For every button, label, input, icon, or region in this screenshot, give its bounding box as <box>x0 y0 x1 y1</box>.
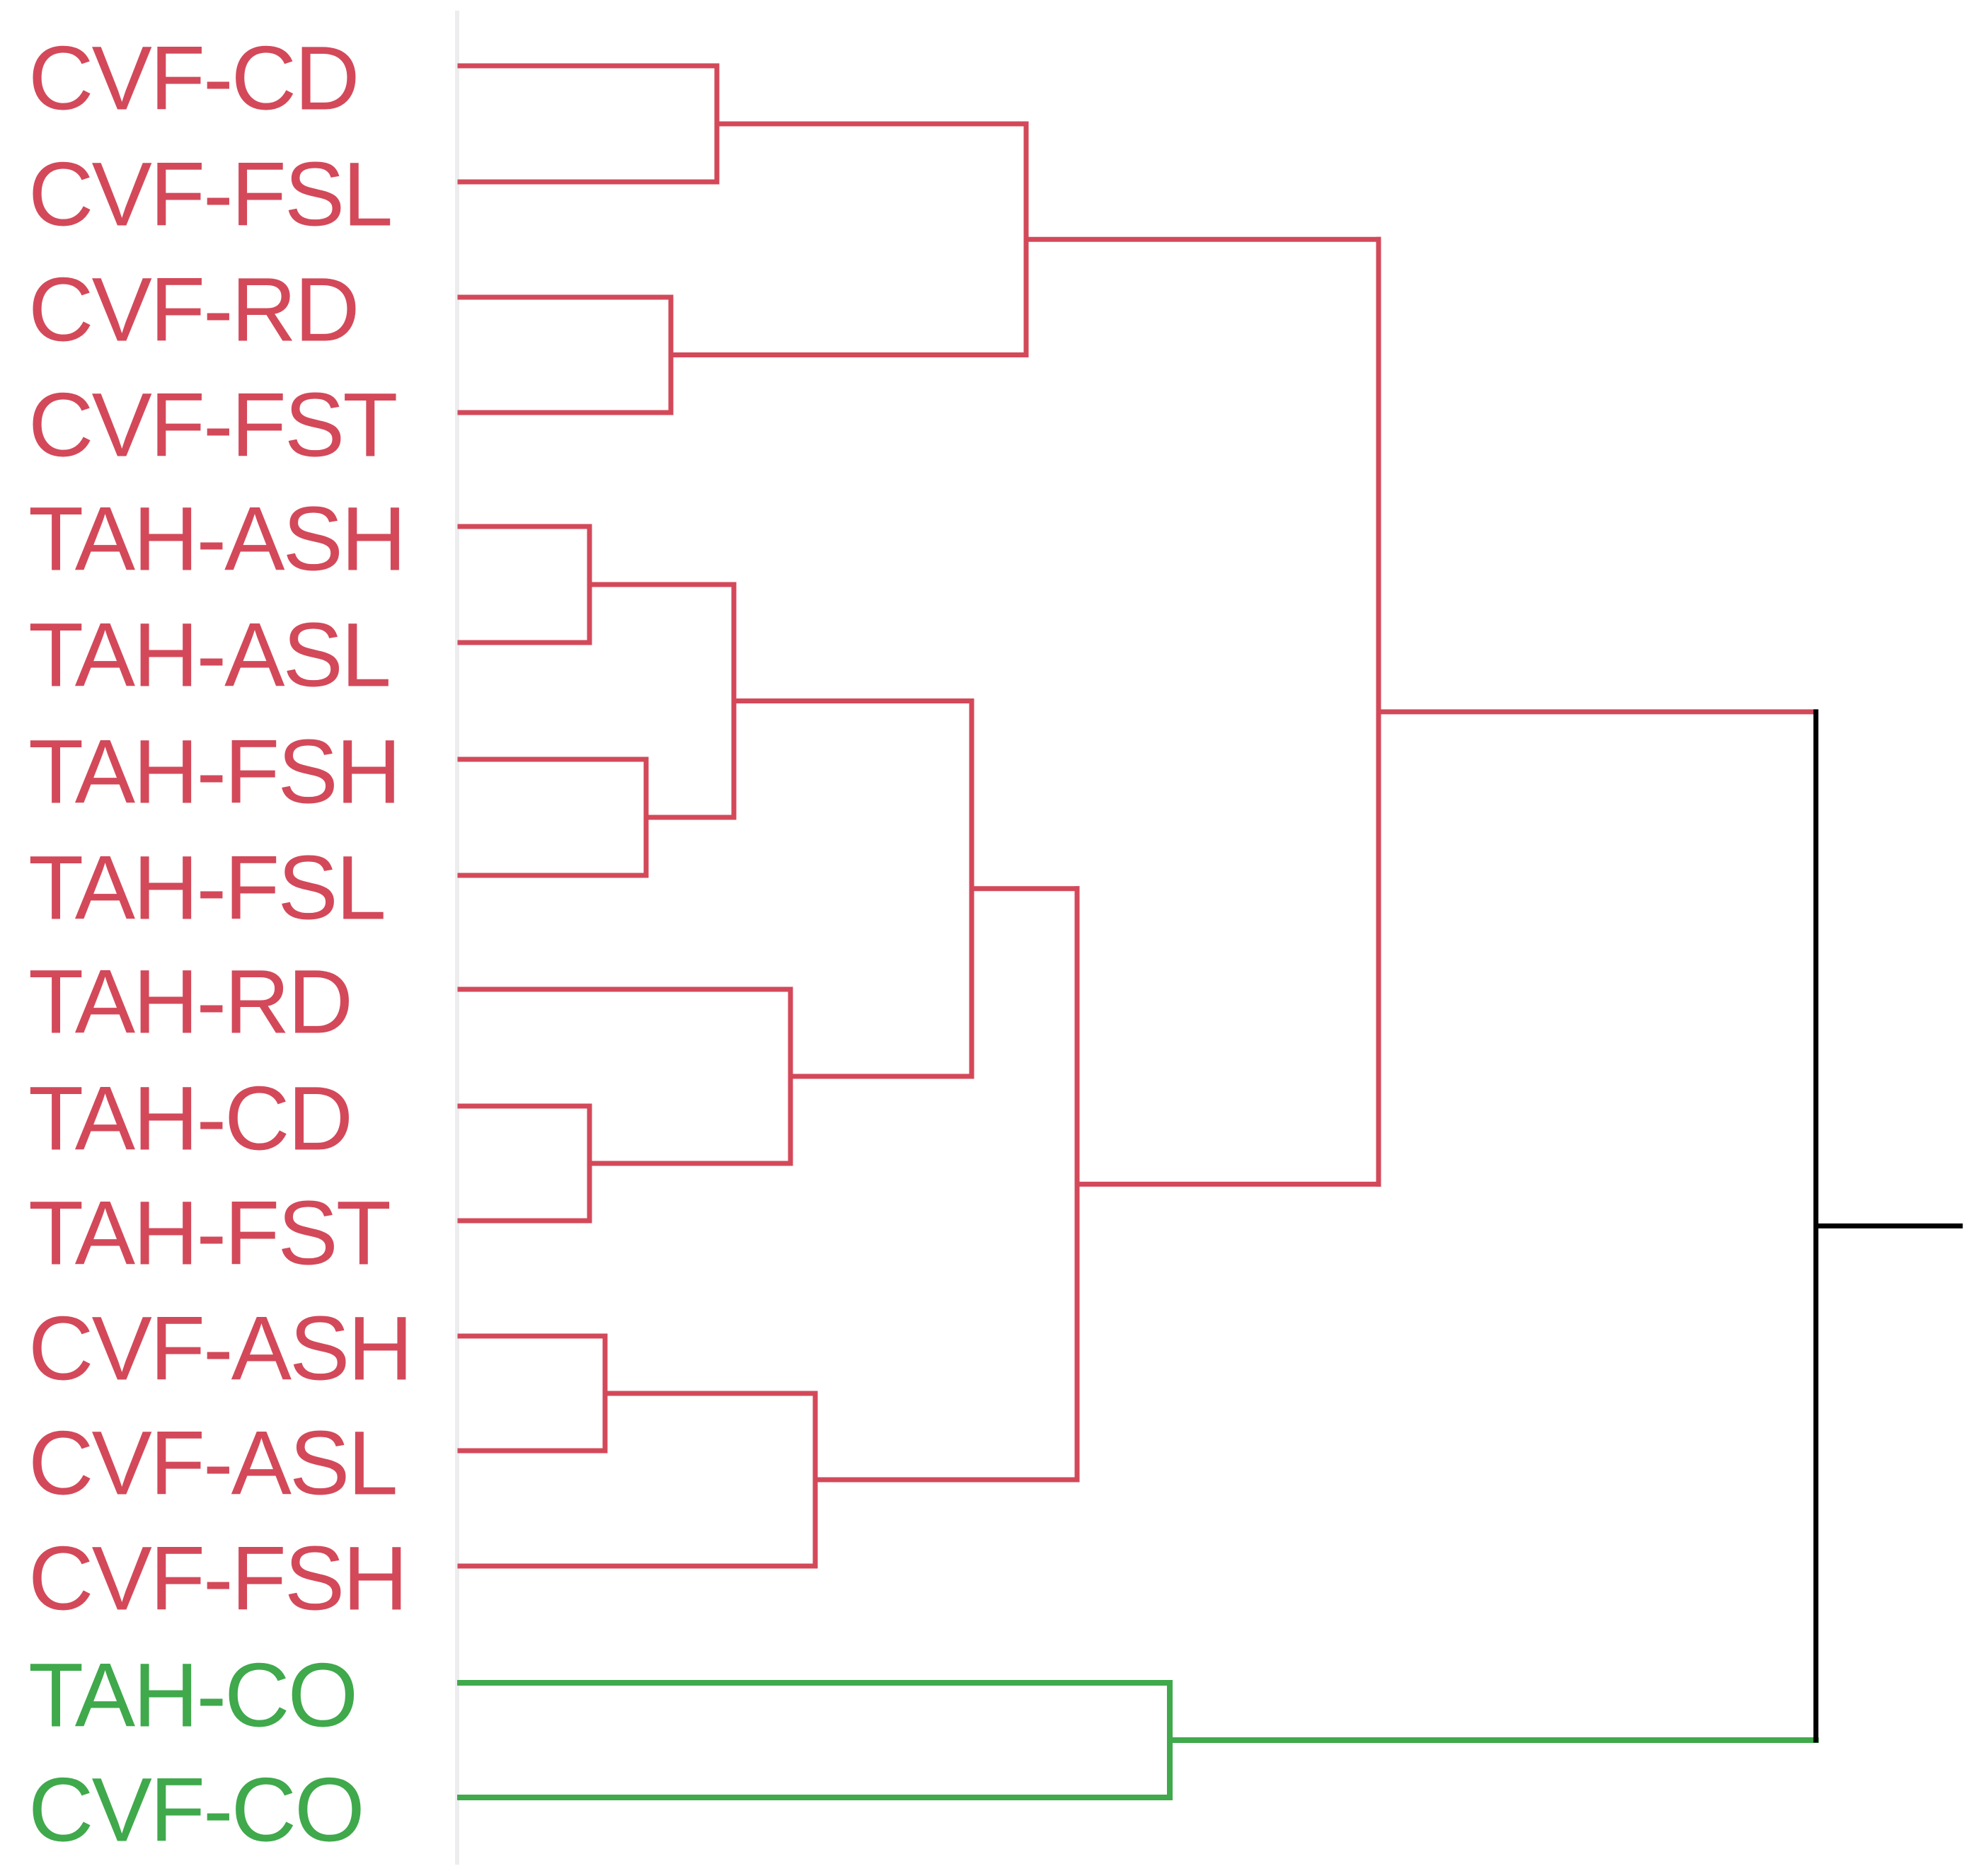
leaf-label-cvf-fst: CVF-FST <box>28 375 396 476</box>
leaf-label-tah-cd: TAH-CD <box>28 1069 351 1170</box>
leaf-label-tah-ash: TAH-ASH <box>28 489 404 590</box>
leaf-label-cvf-cd: CVF-CD <box>28 28 358 130</box>
leaf-label-cvf-ash: CVF-ASH <box>28 1299 411 1400</box>
leaf-label-tah-rd: TAH-RD <box>28 952 351 1053</box>
leaf-label-cvf-fsh: CVF-FSH <box>28 1529 406 1630</box>
leaf-label-tah-asl: TAH-ASL <box>28 605 389 706</box>
leaf-label-tah-fst: TAH-FST <box>28 1183 390 1284</box>
leaf-label-tah-fsh: TAH-FSH <box>28 722 399 823</box>
leaf-label-cvf-fsl: CVF-FSL <box>28 144 391 246</box>
leaf-label-cvf-rd: CVF-RD <box>28 260 358 361</box>
leaf-label-cvf-asl: CVF-ASL <box>28 1413 396 1514</box>
leaf-label-cvf-co: CVF-CO <box>28 1760 363 1861</box>
leaf-label-tah-fsl: TAH-FSL <box>28 838 384 939</box>
leaf-label-tah-co: TAH-CO <box>28 1645 356 1746</box>
